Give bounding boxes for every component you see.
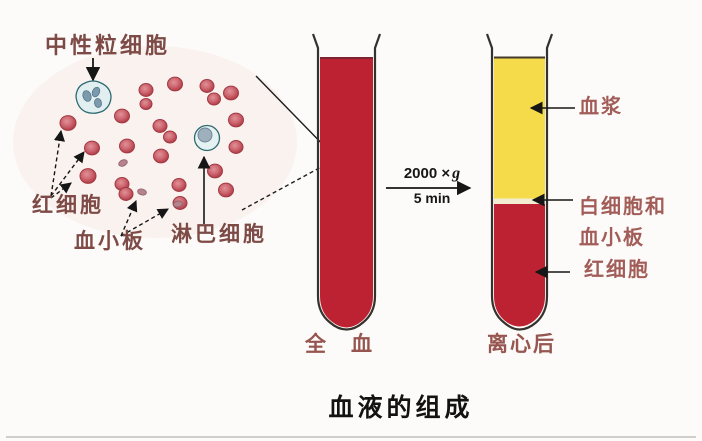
- centrifuge-force-value: 2000 ×: [403, 165, 451, 182]
- red-blood-cell: [114, 108, 130, 124]
- red-blood-cell: [119, 138, 135, 154]
- red-blood-cell: [153, 148, 169, 164]
- red-blood-cell: [223, 85, 239, 101]
- neutrophil-cell: [75, 80, 112, 114]
- red-blood-cell: [118, 187, 134, 201]
- red-blood-cell: [84, 140, 100, 156]
- platelets-group: [118, 159, 183, 208]
- platelet: [118, 159, 128, 167]
- centrifuged-caption: 离心后: [487, 333, 556, 356]
- red-blood-cell: [59, 115, 77, 131]
- red-blood-cell: [228, 140, 244, 154]
- platelet: [173, 200, 183, 208]
- whole-blood-caption: 全 血: [305, 333, 374, 356]
- plasma-label: 血浆: [579, 96, 623, 118]
- lymphocyte-label: 淋巴细胞: [171, 223, 267, 246]
- red-blood-cell: [79, 168, 97, 184]
- red-blood-cell: [163, 130, 177, 144]
- red-blood-cell: [199, 79, 215, 93]
- centrifuged-tube: [485, 33, 554, 331]
- red-blood-cells-group: [59, 76, 244, 210]
- red-blood-cell: [167, 76, 183, 92]
- red-blood-cell: [138, 83, 154, 97]
- bottom-divider: [6, 436, 696, 438]
- red-blood-cell: [152, 119, 168, 133]
- layer-arrows: [529, 101, 575, 279]
- whole-blood-tube-glass: [311, 33, 382, 331]
- red-blood-cell: [228, 112, 244, 128]
- red-blood-cell: [218, 182, 234, 198]
- platelet-arrow-1: [120, 199, 138, 237]
- red-cell-layer: [494, 204, 545, 327]
- centrifuged-tube-glass: [485, 33, 554, 331]
- red-blood-cell: [139, 97, 153, 111]
- platelet-arrow-2: [120, 208, 169, 237]
- red-blood-cell: [207, 92, 221, 106]
- whole-blood-fill: [320, 57, 373, 328]
- lymphocyte-cell: [193, 124, 221, 152]
- smear-annotation-arrows: [50, 58, 211, 237]
- red-cells-layer-label: 红细胞: [584, 259, 650, 281]
- neutrophil-label: 中性粒细胞: [45, 33, 171, 58]
- rbc-arrow-1: [50, 129, 66, 197]
- red-blood-cell: [207, 163, 223, 179]
- platelet-label: 血小板: [74, 230, 146, 253]
- red-cell-label: 红细胞: [32, 194, 104, 217]
- page-title: 血液的组成: [328, 394, 474, 422]
- buffy-coat-label-line1: 白细胞和: [579, 196, 667, 218]
- centrifuge-force-label: 2000 ×g: [384, 165, 480, 183]
- platelet: [137, 188, 147, 196]
- plasma-layer: [494, 57, 545, 199]
- buffy-coat-label-line2: 血小板: [579, 227, 645, 249]
- rbc-arrow-2: [50, 151, 85, 197]
- whole-blood-tube: [311, 33, 382, 331]
- centrifuge-time-label: 5 min: [413, 190, 451, 206]
- red-blood-cell: [171, 178, 187, 192]
- centrifuge-force-unit: g: [452, 165, 461, 182]
